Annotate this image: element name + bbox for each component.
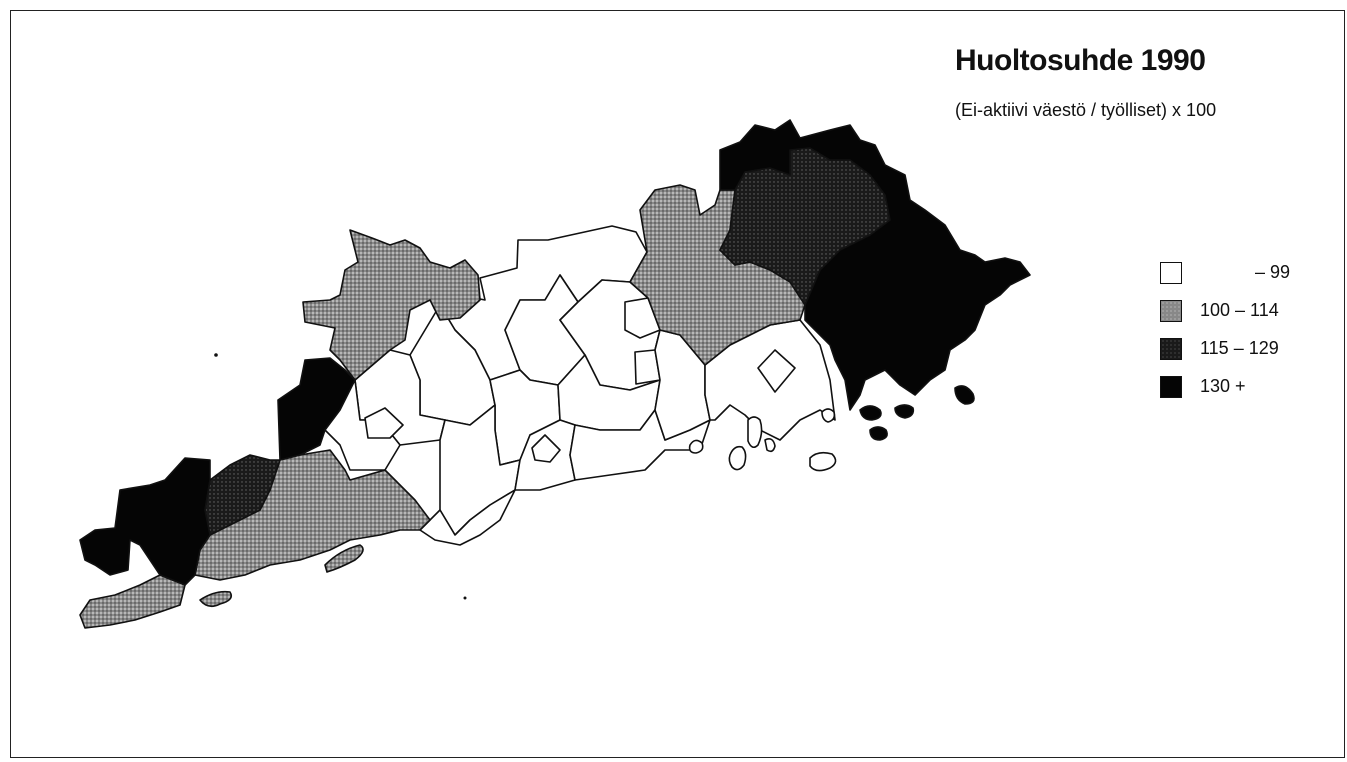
region-group-class-1 — [324, 225, 837, 546]
stray-dot — [214, 353, 218, 357]
region — [757, 349, 796, 393]
island — [324, 544, 364, 573]
map-subtitle: (Ei-aktiivi väestö / työlliset) x 100 — [955, 100, 1217, 120]
legend-item-class-2: 100 – 114 — [1160, 296, 1320, 334]
legend-item-class-4: 130 + — [1160, 372, 1320, 410]
island — [809, 451, 837, 472]
legend: – 99 100 – 114 115 – 129 130 + — [1160, 258, 1320, 410]
region — [419, 489, 516, 546]
legend-swatch — [1160, 300, 1182, 322]
island — [764, 438, 776, 453]
legend-label: 130 + — [1200, 376, 1246, 396]
island — [821, 408, 836, 423]
region — [569, 409, 711, 481]
region-group-class-4 — [79, 119, 1031, 586]
region — [364, 407, 404, 439]
island — [747, 416, 763, 449]
region — [79, 457, 211, 586]
region — [79, 574, 186, 629]
region — [277, 357, 356, 461]
region — [719, 119, 1031, 411]
island — [894, 404, 915, 419]
stray-dot — [463, 596, 467, 600]
island — [688, 439, 704, 454]
legend-label: – 99 — [1254, 262, 1290, 282]
region — [302, 229, 481, 381]
legend-label: 100 – 114 — [1200, 300, 1279, 320]
legend-label: 115 – 129 — [1200, 338, 1279, 358]
island — [859, 405, 882, 421]
legend-item-class-1: – 99 — [1160, 258, 1320, 296]
legend-swatch — [1160, 262, 1182, 284]
map-title: Huoltosuhde 1990 — [955, 44, 1206, 77]
region-group-class-2 — [79, 184, 806, 629]
legend-item-class-3: 115 – 129 — [1160, 334, 1320, 372]
island — [199, 590, 233, 608]
island — [869, 426, 888, 441]
island — [954, 385, 975, 405]
region — [531, 434, 561, 463]
legend-swatch — [1160, 338, 1182, 360]
island — [728, 445, 747, 471]
legend-swatch — [1160, 376, 1182, 398]
